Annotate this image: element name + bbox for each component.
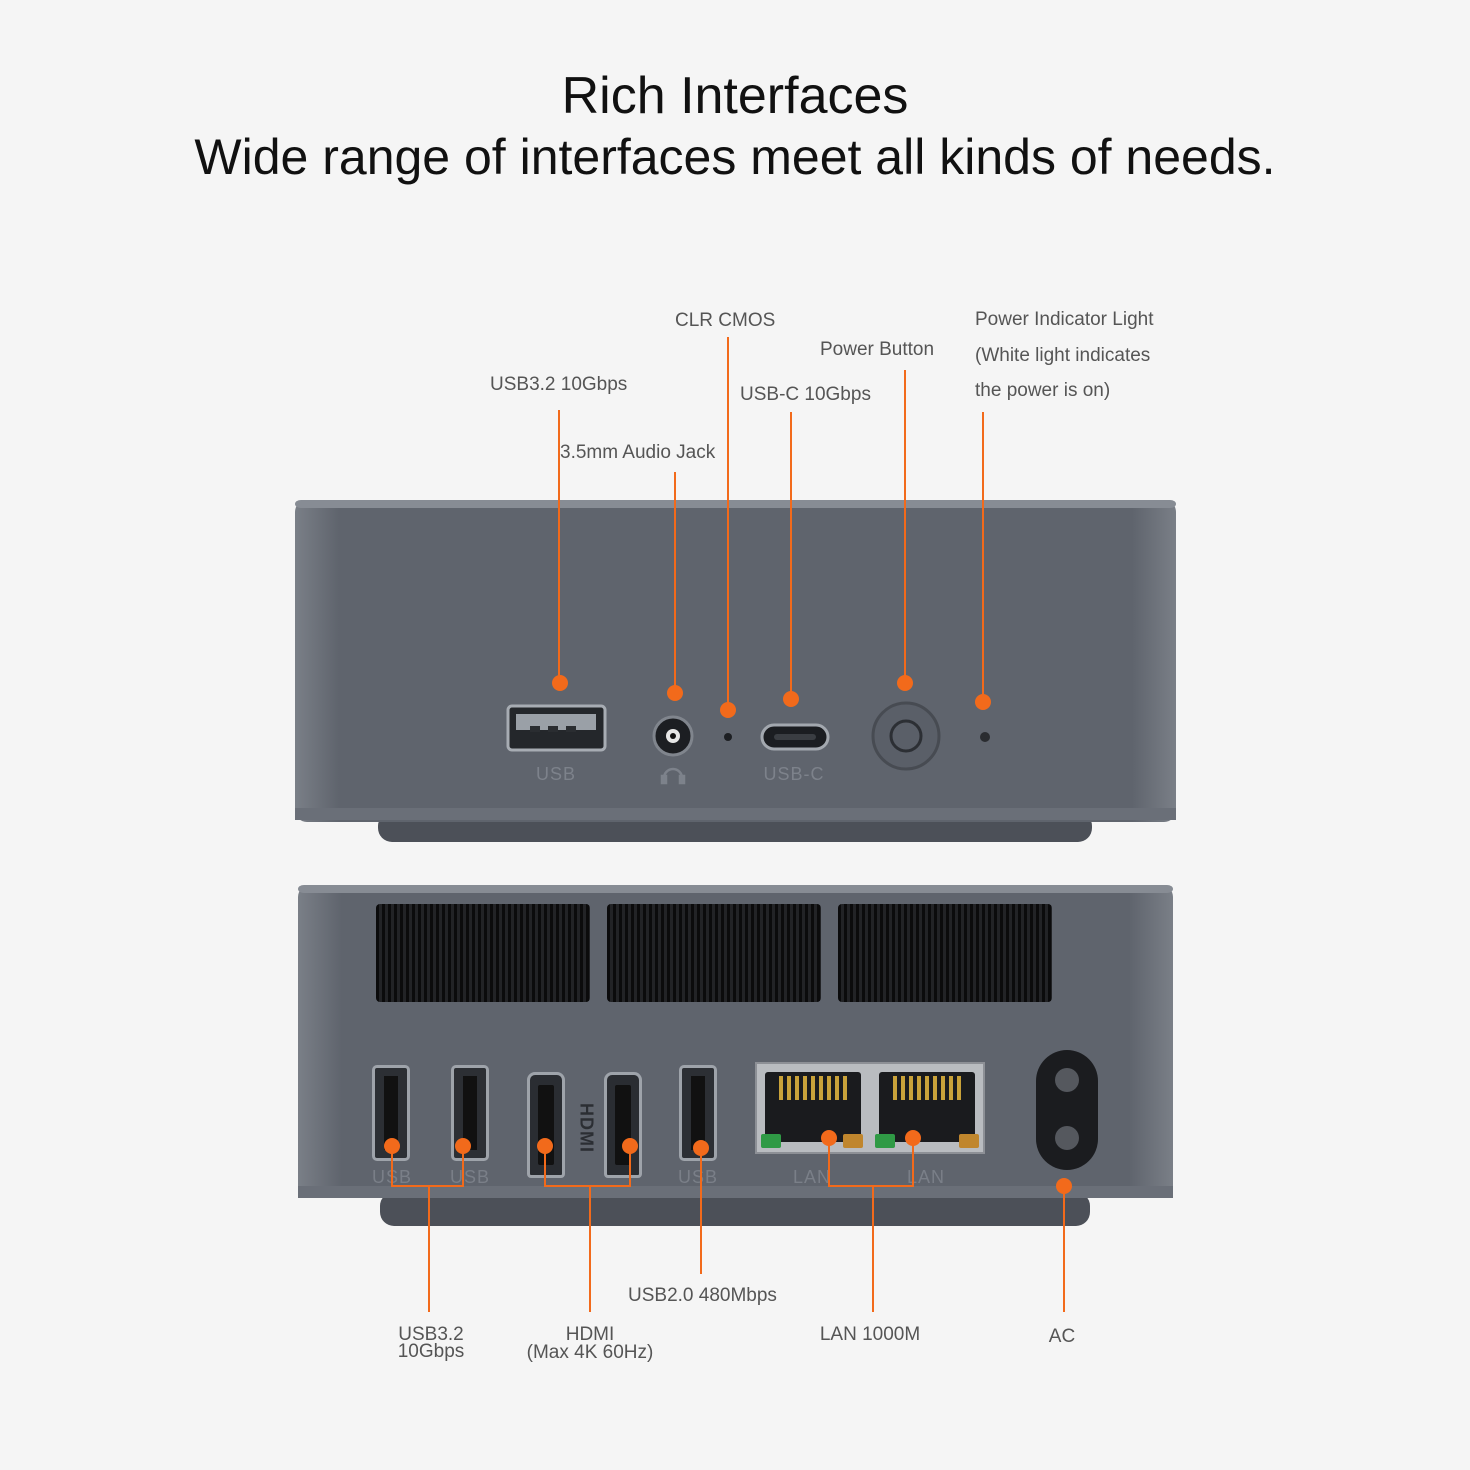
engraving-usb: USB (535, 764, 577, 784)
rear-unit-base (380, 1192, 1090, 1226)
label-indicator-2: (White light indicates (975, 345, 1151, 366)
front-usb-port (506, 704, 607, 752)
callout-dot-indicator (975, 694, 991, 710)
lan-ports (755, 1062, 985, 1154)
callout-dot-rear-usb1 (384, 1138, 400, 1154)
engraving-usbc: USB-C (763, 764, 825, 784)
headphone-icon (660, 767, 686, 785)
audio-jack-port (652, 715, 694, 757)
label-rear-usb32-line2: 10Gbps (397, 1341, 465, 1362)
label-usbc: USB-C 10Gbps (740, 384, 871, 405)
page-subtitle: Wide range of interfaces meet all kinds … (194, 129, 1276, 185)
callout-dot-clr (720, 702, 736, 718)
label-lan: LAN 1000M (819, 1324, 921, 1345)
engraving-lan-2: LAN (906, 1167, 946, 1187)
front-usbc-port (760, 723, 830, 751)
label-audio-jack: 3.5mm Audio Jack (560, 442, 716, 463)
clr-cmos-hole (724, 733, 732, 741)
label-clr-cmos: CLR CMOS (675, 310, 776, 331)
rear-usb32-port-1 (372, 1065, 410, 1161)
callout-dot-usb20 (693, 1140, 709, 1156)
callout-dot-hdmi1 (537, 1138, 553, 1154)
vent-left (376, 904, 590, 1002)
label-rear-usb32-line1: USB3.2 (398, 1324, 464, 1345)
callout-dot-power (897, 675, 913, 691)
label-power-button: Power Button (820, 339, 935, 360)
callout-dot-lan1 (821, 1130, 837, 1146)
callout-dot-audio (667, 685, 683, 701)
ac-power-socket (1036, 1050, 1098, 1170)
callout-dot-lan2 (905, 1130, 921, 1146)
engraving-lan-1: LAN (792, 1167, 832, 1187)
power-indicator-light (980, 732, 990, 742)
engraving-usb-3: USB (677, 1167, 719, 1187)
label-usb20: USB2.0 480Mbps (628, 1285, 777, 1306)
engraving-usb-2: USB (449, 1167, 491, 1187)
label-usb32: USB3.2 10Gbps (490, 374, 628, 395)
vent-right (838, 904, 1052, 1002)
callout-dot-ac (1056, 1178, 1072, 1194)
callout-dot-usbc (783, 691, 799, 707)
power-button (871, 701, 941, 771)
label-indicator-3: the power is on) (975, 380, 1111, 401)
label-ac: AC (1048, 1326, 1076, 1347)
page-title: Rich Interfaces (561, 67, 909, 125)
vent-center (607, 904, 821, 1002)
callout-dot-hdmi2 (622, 1138, 638, 1154)
label-indicator-1: Power Indicator Light (975, 309, 1154, 330)
label-hdmi-line1: HDMI (565, 1324, 615, 1345)
callout-dot-rear-usb2 (455, 1138, 471, 1154)
label-hdmi-line2: (Max 4K 60Hz) (526, 1342, 654, 1363)
callout-dot-usb (552, 675, 568, 691)
